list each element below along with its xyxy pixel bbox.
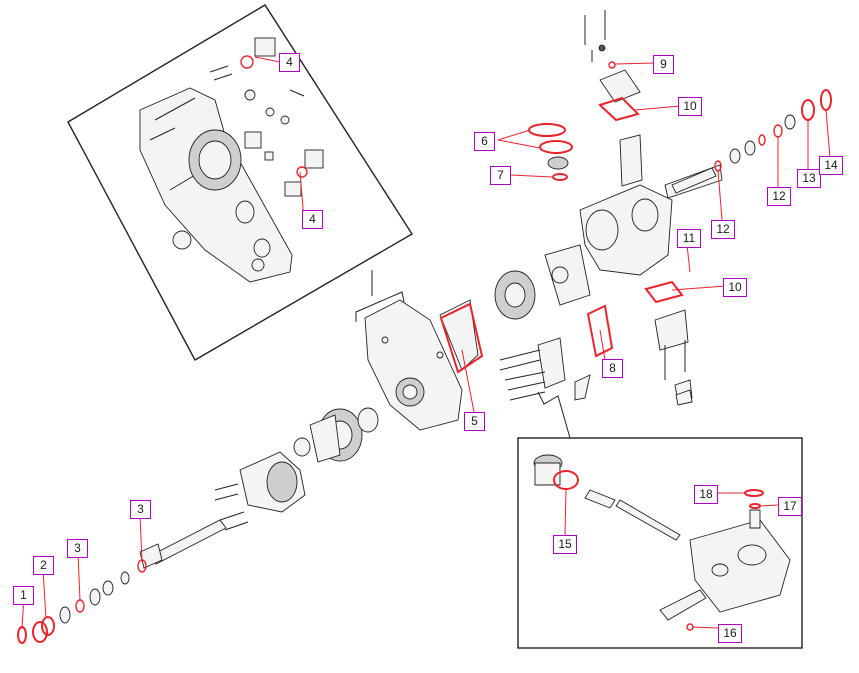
callout-8: 8 bbox=[602, 359, 623, 378]
bottom-right-bolts bbox=[664, 340, 693, 406]
callout-3-left: 3 bbox=[67, 539, 88, 558]
main-shaft-right bbox=[671, 167, 717, 194]
callout-15: 15 bbox=[553, 535, 577, 554]
rotating-group-left bbox=[293, 407, 379, 463]
callout-2: 2 bbox=[33, 556, 54, 575]
top-left-detail-bracket bbox=[355, 270, 405, 322]
valve-detail bbox=[533, 454, 791, 631]
callout-10-right: 10 bbox=[723, 278, 747, 297]
callout-9: 9 bbox=[653, 55, 674, 74]
top-bolts bbox=[584, 10, 616, 69]
callout-7: 7 bbox=[490, 166, 511, 185]
seals-6-7 bbox=[528, 123, 573, 181]
left-flange-housing bbox=[214, 451, 306, 531]
callout-1: 1 bbox=[13, 586, 34, 605]
valve-block bbox=[499, 309, 693, 403]
callout-10-top: 10 bbox=[678, 97, 702, 116]
callout-4-bottom: 4 bbox=[302, 210, 323, 229]
callout-11: 11 bbox=[677, 229, 701, 248]
callout-12-left: 12 bbox=[711, 220, 735, 239]
shaft-rings-right bbox=[714, 89, 832, 172]
callout-4-top: 4 bbox=[279, 53, 300, 72]
main-shaft-left bbox=[139, 519, 227, 569]
callout-18: 18 bbox=[694, 485, 718, 504]
callout-14: 14 bbox=[819, 156, 843, 175]
bottom-right-detail-bracket bbox=[537, 391, 571, 439]
top-left-detail-frame bbox=[67, 4, 413, 361]
bottom-right-detail-frame bbox=[517, 437, 803, 649]
cover-housing-detail bbox=[139, 37, 324, 283]
leader-lines bbox=[21, 56, 831, 629]
callout-12-right: 12 bbox=[767, 187, 791, 206]
center-housing bbox=[364, 299, 479, 431]
gaskets bbox=[439, 96, 684, 374]
callout-6: 6 bbox=[474, 132, 495, 151]
callout-5: 5 bbox=[464, 412, 485, 431]
callout-17: 17 bbox=[778, 497, 802, 516]
callout-3-right: 3 bbox=[130, 500, 151, 519]
right-main-housing bbox=[494, 69, 723, 320]
callout-16: 16 bbox=[718, 624, 742, 643]
callout-13: 13 bbox=[797, 169, 821, 188]
